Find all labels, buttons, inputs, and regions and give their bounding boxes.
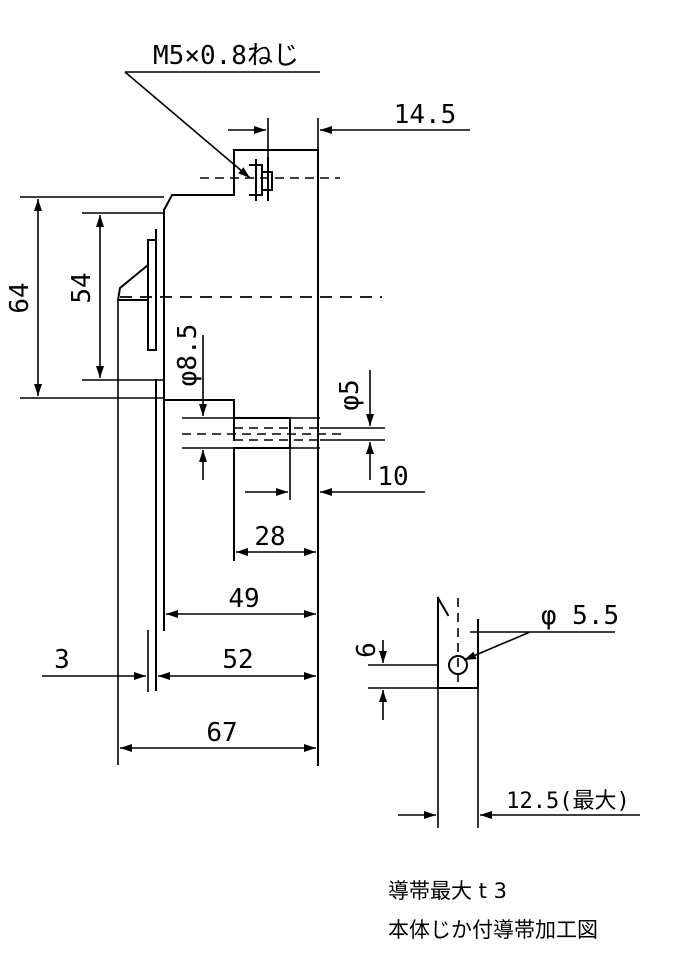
dim-10-label: 10 — [377, 462, 408, 492]
dim-54: 54 — [67, 212, 164, 381]
notes: 導帯最大 t 3 本体じか付導帯加工図 — [388, 879, 598, 942]
dim-52-label: 52 — [222, 645, 253, 675]
conductor-detail: φ 5.5 6 12.5(最大) — [352, 596, 640, 828]
dim-3-52: 3 52 — [42, 630, 316, 692]
dim-12-5-label: 12.5(最大) — [506, 789, 629, 814]
dim-phi-5-5-label: φ 5.5 — [541, 601, 619, 631]
screw-label: M5×0.8ねじ — [153, 41, 299, 71]
bolt-hole-detail — [182, 417, 345, 449]
dim-10: 10 — [245, 448, 425, 500]
dim-3-label: 3 — [54, 645, 70, 675]
dim-14-5-label: 14.5 — [394, 100, 457, 130]
dim-phi-8-5-label: φ8.5 — [173, 324, 203, 387]
dim-phi-8-5: φ8.5 — [173, 324, 234, 480]
dim-64: 64 — [5, 196, 164, 399]
screw-callout: M5×0.8ねじ — [124, 41, 320, 179]
dim-49-label: 49 — [228, 584, 259, 614]
screw-detail — [200, 157, 340, 201]
dim-14-5: 14.5 — [228, 100, 470, 158]
dim-28-label: 28 — [254, 522, 285, 552]
dim-phi-5-label: φ5 — [335, 379, 365, 410]
dim-64-label: 64 — [5, 282, 35, 313]
dim-28: 28 — [236, 522, 316, 556]
dim-49: 49 — [166, 584, 316, 618]
dim-54-label: 54 — [67, 272, 97, 303]
dim-phi-5: φ5 — [320, 370, 385, 480]
note-line-2: 本体じか付導帯加工図 — [388, 918, 598, 942]
body-outline — [116, 149, 319, 766]
dim-67-label: 67 — [206, 718, 237, 748]
dim-67: 67 — [117, 300, 316, 765]
note-line-1: 導帯最大 t 3 — [388, 879, 507, 903]
dim-6-label: 6 — [352, 642, 382, 658]
